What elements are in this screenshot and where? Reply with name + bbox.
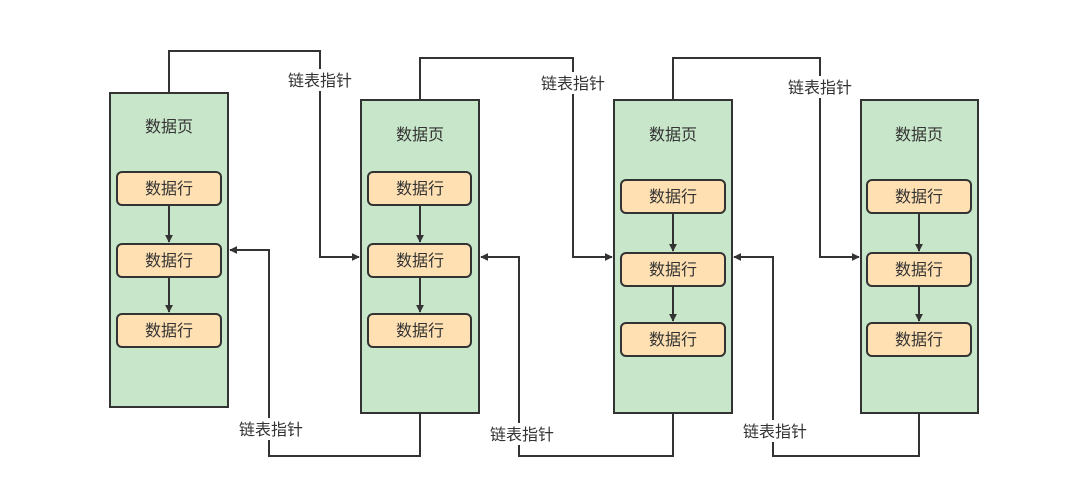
forward-pointer-label-2-bg bbox=[535, 72, 611, 94]
forward-pointer-2-to-3 bbox=[419, 57, 613, 261]
data-page-4-title: 数据页 bbox=[895, 125, 943, 144]
data-row-2-3-box bbox=[367, 313, 472, 348]
data-page-4: 数据页 数据行 数据行 数据行 bbox=[860, 99, 979, 414]
data-row-1-3-label: 数据行 bbox=[145, 321, 193, 340]
data-row-2-1-label: 数据行 bbox=[396, 179, 444, 198]
data-row-4-3-box bbox=[866, 322, 972, 357]
data-page-1: 数据页 数据行 数据行 数据行 bbox=[109, 92, 229, 408]
data-row-3-3-box bbox=[620, 322, 726, 357]
data-row-2-2-label: 数据行 bbox=[396, 251, 444, 270]
data-page-2: 数据页 数据行 数据行 数据行 bbox=[360, 99, 480, 414]
forward-pointer-label-2: 链表指针 bbox=[541, 74, 605, 93]
data-page-2-title: 数据页 bbox=[396, 125, 444, 144]
data-page-3-title: 数据页 bbox=[649, 125, 697, 144]
forward-pointer-1-to-2 bbox=[168, 50, 360, 261]
backward-pointer-label-1: 链表指针 bbox=[239, 420, 303, 439]
data-page-3: 数据页 数据行 数据行 数据行 bbox=[613, 99, 733, 414]
backward-pointer-label-3: 链表指针 bbox=[743, 422, 807, 441]
data-row-3-3-label: 数据行 bbox=[649, 330, 697, 349]
forward-pointer-label-1-bg bbox=[282, 69, 358, 91]
data-row-4-2-label: 数据行 bbox=[895, 260, 943, 279]
backward-pointer-label-3-bg bbox=[737, 420, 813, 442]
data-row-3-2-label: 数据行 bbox=[649, 260, 697, 279]
backward-pointer-label-2: 链表指针 bbox=[490, 425, 554, 444]
data-row-2-3-label: 数据行 bbox=[396, 321, 444, 340]
backward-pointer-label-1-bg bbox=[233, 418, 309, 440]
forward-pointer-label-3: 链表指针 bbox=[788, 78, 852, 97]
data-page-1-title: 数据页 bbox=[145, 117, 193, 136]
backward-pointer-4-to-3 bbox=[733, 253, 920, 457]
data-row-4-1-label: 数据行 bbox=[895, 187, 943, 206]
forward-pointer-label-1: 链表指针 bbox=[288, 71, 352, 90]
backward-pointer-2-to-1 bbox=[229, 246, 421, 457]
forward-pointer-label-3-bg bbox=[782, 76, 858, 98]
data-row-4-3-label: 数据行 bbox=[895, 330, 943, 349]
backward-pointer-label-2-bg bbox=[484, 423, 560, 445]
backward-pointer-3-to-2 bbox=[480, 253, 674, 457]
forward-pointer-3-to-4 bbox=[672, 57, 860, 261]
data-row-1-3-box bbox=[116, 313, 222, 348]
data-row-1-1-label: 数据行 bbox=[145, 179, 193, 198]
data-row-1-2-label: 数据行 bbox=[145, 251, 193, 270]
data-row-3-1-label: 数据行 bbox=[649, 187, 697, 206]
